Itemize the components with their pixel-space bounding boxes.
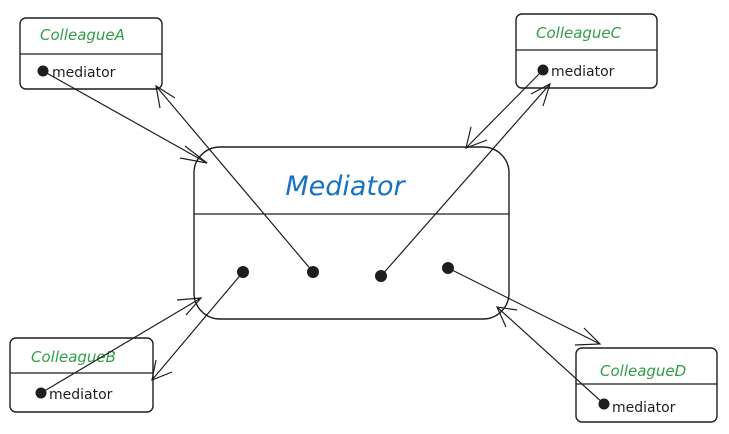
association-b-to-mediator (40, 297, 202, 394)
arrowhead-d-to-mediator (496, 306, 518, 328)
arrowhead-a-to-mediator (179, 145, 208, 164)
association-mediator-to-d (447, 267, 601, 345)
arrowhead-mediator-to-d (574, 327, 602, 346)
colleague-a-title: ColleagueA (40, 26, 125, 44)
colleague-b-box: ColleagueB mediator (9, 337, 154, 413)
colleague-a-attribute: mediator (52, 65, 116, 81)
colleague-d-outline (575, 347, 718, 423)
arrowhead-mediator-to-c (530, 82, 552, 107)
colleague-d-box: ColleagueD mediator (575, 347, 718, 423)
colleague-b-attribute: mediator (49, 387, 113, 403)
colleague-c-outline (515, 13, 658, 89)
colleague-d-attribute: mediator (612, 400, 676, 416)
association-mediator-to-c (380, 83, 551, 277)
colleague-c-attribute: mediator (551, 64, 615, 80)
colleague-a-box: ColleagueA mediator (19, 17, 163, 90)
arrowhead-mediator-to-b (151, 359, 173, 381)
association-a-to-mediator (42, 70, 208, 164)
association-d-to-mediator (496, 306, 605, 405)
arrowhead-c-to-mediator (465, 126, 488, 149)
association-mediator-to-a (155, 85, 314, 273)
colleague-c-title: ColleagueC (536, 24, 622, 42)
arrowhead-mediator-to-a (155, 84, 176, 109)
connector-colleague-a (42, 70, 314, 273)
connector-colleague-c (380, 69, 552, 277)
colleague-d-title: ColleagueD (600, 362, 686, 380)
mediator-box: Mediator (193, 146, 510, 320)
connector-colleague-d (447, 267, 605, 405)
arrowhead-b-to-mediator (176, 297, 203, 316)
colleague-b-title: ColleagueB (31, 348, 116, 366)
association-mediator-to-b (151, 271, 244, 381)
mediator-box-outline (193, 146, 510, 320)
mediator-title: Mediator (285, 171, 406, 202)
colleague-c-box: ColleagueC mediator (515, 13, 658, 89)
connector-colleague-b (40, 271, 244, 394)
association-c-to-mediator (465, 69, 544, 149)
